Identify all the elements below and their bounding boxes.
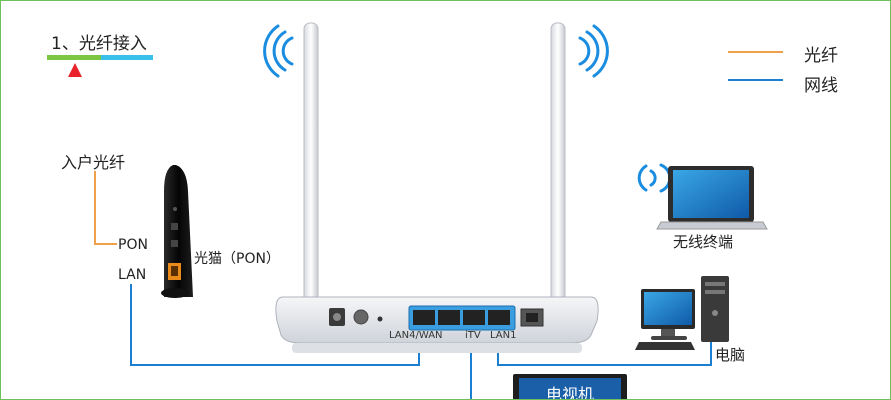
title-underline [47, 55, 153, 60]
wifi-signal-icon [578, 24, 609, 78]
pon-port-label: PON [118, 237, 148, 253]
fiber-cable-line [94, 171, 117, 245]
tv-label: 电视机 [545, 385, 594, 400]
port-label-lan4-wan: LAN4/WAN [389, 330, 443, 341]
legend-fiber-label: 光纤 [804, 46, 838, 66]
modem-label: 光猫（PON） [194, 251, 280, 267]
underline-green-segment [47, 55, 101, 60]
ethernet-port-lan3 [438, 310, 460, 325]
legend-network-label: 网线 [804, 76, 838, 96]
wifi-signal-icon [637, 163, 672, 193]
page-title: 1、光纤接入 [51, 34, 147, 54]
wifi-signal-icon [263, 24, 294, 78]
port-label-lan1: LAN1 [490, 330, 517, 341]
ethernet-port-lan1 [488, 310, 510, 325]
ethernet-port-lan4 [413, 310, 435, 325]
router-icon [275, 22, 599, 353]
home-fiber-label: 入户光纤 [61, 153, 126, 172]
wireless-terminal-label: 无线终端 [673, 233, 734, 251]
underline-cyan-segment [101, 55, 153, 60]
computer-label: 电脑 [715, 346, 746, 364]
lan-port-label: LAN [118, 267, 147, 283]
red-triangle-marker-icon [68, 63, 82, 77]
power-button [353, 309, 369, 325]
reset-hole [377, 316, 383, 322]
desktop-computer-icon [635, 276, 729, 350]
port-label-itv: iTV [465, 330, 481, 341]
ethernet-port-itv [463, 310, 485, 325]
fiber-modem-icon [161, 165, 193, 298]
tv-icon [513, 374, 627, 399]
laptop-icon [656, 166, 768, 230]
